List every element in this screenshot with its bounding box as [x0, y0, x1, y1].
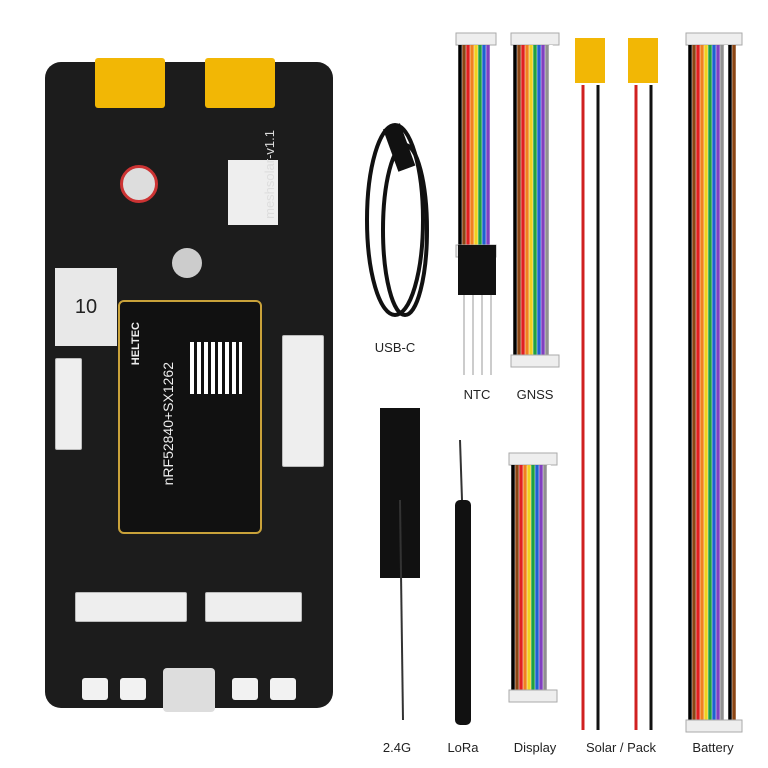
- jst-connector-bottom-right: [205, 592, 302, 622]
- battery-cable: [685, 32, 743, 733]
- connector-header: [508, 452, 558, 466]
- label-usb-c: USB-C: [374, 340, 416, 355]
- connector-header: [455, 32, 497, 46]
- label-lora: LoRa: [447, 740, 479, 755]
- solar-pack-cables: [575, 38, 658, 730]
- label-ntc: NTC: [463, 387, 491, 402]
- label-gnss: GNSS: [516, 387, 554, 402]
- label-solar-pack: Solar / Pack: [585, 740, 657, 755]
- connector-header: [510, 354, 560, 368]
- xt30-connector-solar: [95, 58, 165, 108]
- usb-c-port: [163, 668, 215, 712]
- user-button: [270, 678, 296, 700]
- jst-connector-right: [282, 335, 324, 467]
- heltec-module: HELTEC nRF52840+SX1262: [118, 300, 262, 534]
- reset-button: [232, 678, 258, 700]
- connector-header: [685, 32, 743, 46]
- label-2g4: 2.4G: [382, 740, 412, 755]
- connector-header: [510, 32, 560, 46]
- antenna-2g4-wire: [399, 499, 404, 721]
- heatshrink: [458, 245, 496, 295]
- xt30-connector-pack: [205, 58, 275, 108]
- ntc-cable: [455, 32, 497, 375]
- usb-c-plug: [383, 123, 416, 172]
- jst-connector-bottom-left: [75, 592, 187, 622]
- label-display: Display: [513, 740, 557, 755]
- connector-header: [508, 689, 558, 703]
- jst-connector-left: [55, 358, 82, 450]
- lora-antenna-wire: [459, 439, 463, 501]
- number-sticker: 10: [55, 268, 117, 346]
- shutdown-button: [82, 678, 108, 700]
- gnss-cable: [510, 32, 560, 368]
- disp-button: [120, 678, 146, 700]
- display-cable: [508, 452, 558, 703]
- mount-screw: [172, 248, 202, 278]
- connector-header: [685, 719, 743, 733]
- dip-switch: [228, 160, 278, 225]
- lora-antenna-coil: [455, 500, 471, 725]
- qr-code: [190, 342, 242, 394]
- label-battery: Battery: [692, 740, 734, 755]
- capacitor: [120, 165, 158, 203]
